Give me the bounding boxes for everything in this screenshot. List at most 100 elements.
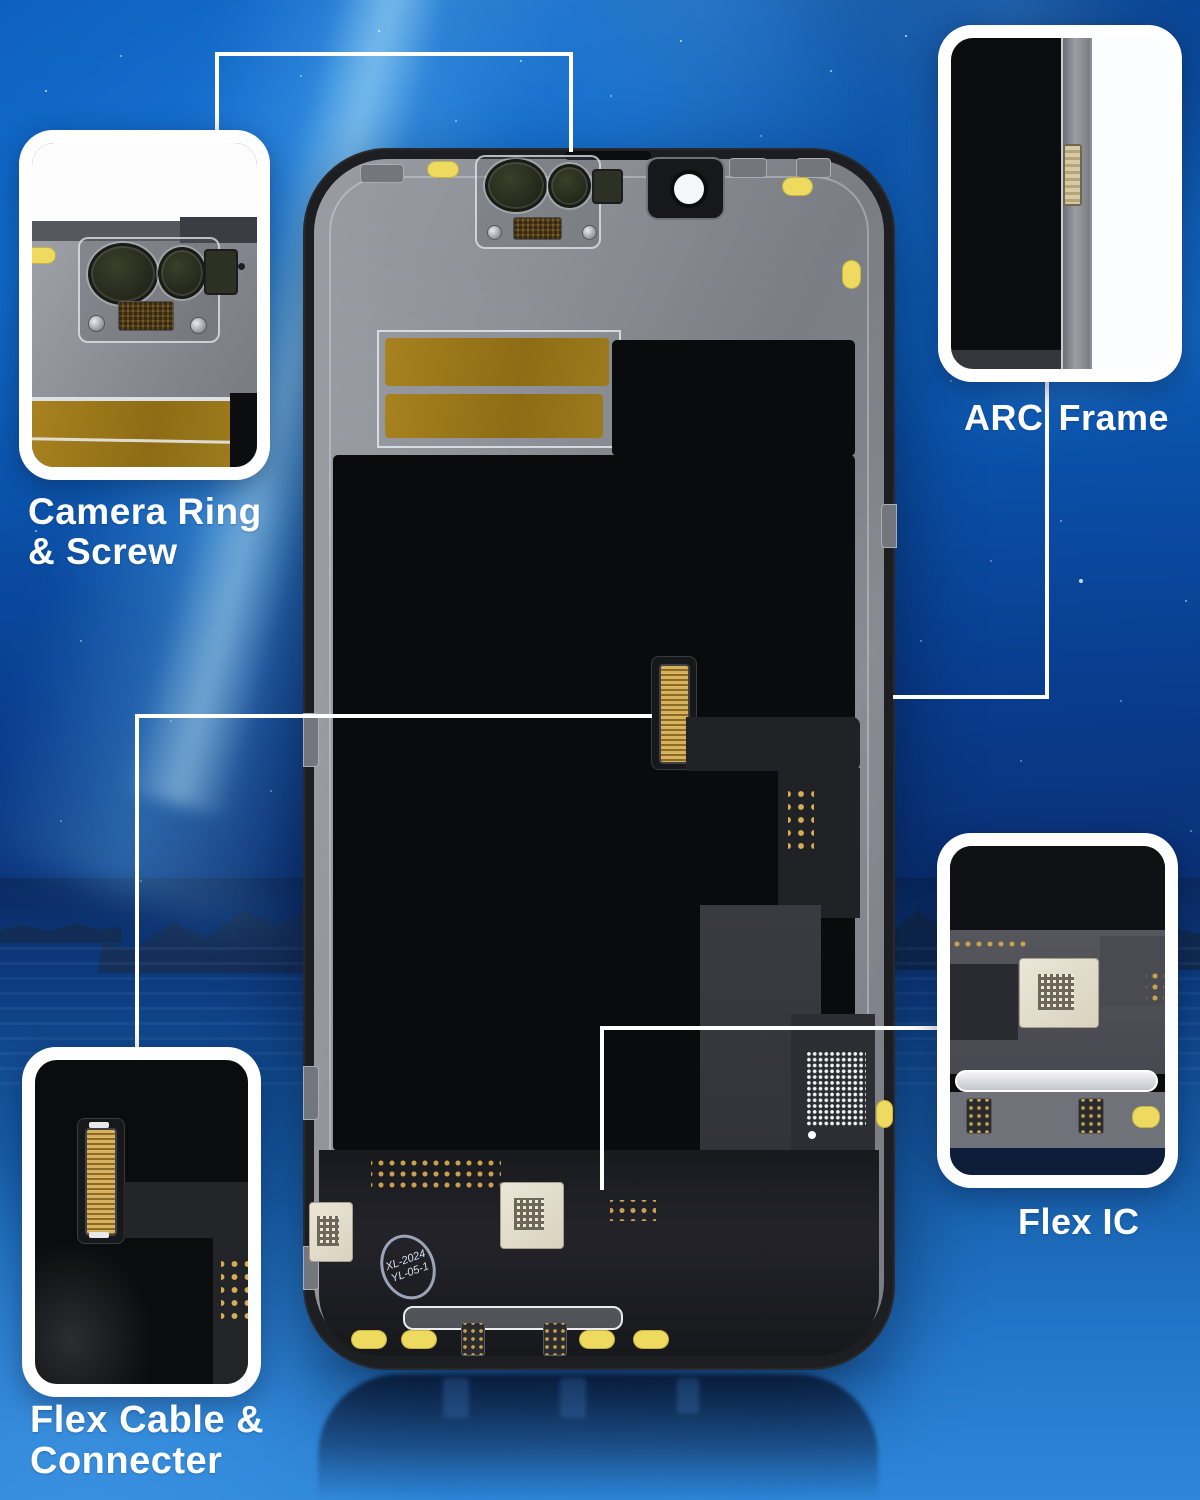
frame-foot <box>951 350 1061 369</box>
screw <box>190 317 207 334</box>
top-bracket-part <box>729 158 767 178</box>
inset-flex-ic <box>937 833 1178 1188</box>
inset-arc-photo <box>951 38 1169 369</box>
silver-edge <box>32 397 230 401</box>
background-strip <box>950 1148 1165 1175</box>
top-left-connector-tab <box>360 164 404 183</box>
gold-tape-upper <box>385 338 609 386</box>
label-flex-cable: Flex Cable & Connecter <box>30 1400 264 1482</box>
label-arc-word2: Frame <box>1058 397 1170 438</box>
display-back-zoom <box>951 38 1061 350</box>
callout-line-flexic-vertical <box>600 1026 604 1190</box>
yellow-pad <box>876 1100 893 1128</box>
shadow-blob <box>35 1240 155 1384</box>
inset-flexic-photo <box>950 846 1165 1175</box>
gold-contact-pair <box>1146 970 1164 1004</box>
label-arc-frame: ARC Frame <box>964 399 1169 437</box>
label-camera-line1: Camera Ring <box>28 491 262 532</box>
callout-line-camera-top <box>215 52 573 56</box>
inset-camera-ring <box>19 130 270 480</box>
proximity-sensor <box>592 169 623 204</box>
connector-end-cap <box>89 1122 109 1128</box>
qr-code <box>317 1216 339 1246</box>
phone-reflection <box>318 1374 878 1500</box>
inset-arc-frame <box>938 25 1182 382</box>
label-camera-line2: & Screw <box>28 531 178 572</box>
camera-lens-large <box>88 243 158 305</box>
callout-line-arc-horizontal <box>893 695 1049 699</box>
callout-line-flexcable-horizontal <box>135 714 652 718</box>
display-panel-top <box>612 340 855 456</box>
connector-end-cap <box>89 1232 109 1238</box>
flex-connector <box>659 664 690 764</box>
yellow-pad <box>842 260 861 289</box>
qr-code <box>1038 974 1074 1010</box>
yellow-pad <box>401 1330 437 1349</box>
right-edge-tab <box>881 504 897 548</box>
ic-chip-left <box>309 1202 353 1262</box>
star-field-bright <box>0 0 2 2</box>
yellow-pad <box>579 1330 615 1349</box>
screw <box>88 315 105 332</box>
earpiece-mesh <box>513 217 562 240</box>
proximity-sensor <box>204 249 238 295</box>
yellow-pad <box>351 1330 387 1349</box>
camera-lens-small <box>548 164 591 208</box>
camera-lens-hole <box>670 170 708 208</box>
earpiece-mesh <box>118 301 174 331</box>
display-back-zoom <box>950 846 1165 930</box>
callout-line-arc-vertical <box>1045 380 1049 699</box>
inset-flexcable-photo <box>35 1060 248 1384</box>
screw <box>582 225 597 240</box>
gold-tape-lower <box>385 394 603 438</box>
reflection-clip <box>443 1378 469 1418</box>
gold-contact-cluster <box>610 1200 656 1221</box>
mic-hole <box>238 263 245 270</box>
bottom-connector-zoom <box>1078 1098 1104 1134</box>
reflection-clip <box>677 1378 699 1414</box>
label-camera-ring: Camera Ring & Screw <box>28 492 262 572</box>
bottom-bar-zoom <box>955 1070 1158 1092</box>
flex-shadow <box>950 964 1018 1040</box>
inset-camera-photo <box>32 143 257 467</box>
gold-contact-dots <box>788 789 814 851</box>
left-edge-tab <box>303 713 319 767</box>
yellow-pad <box>32 247 56 264</box>
label-arc-word1: ARC <box>964 397 1044 438</box>
phone-assembly: XL-2024 YL-05-1 <box>303 148 897 1370</box>
callout-line-camera-left <box>215 52 219 134</box>
label-flexcable-line1: Flex Cable & <box>30 1399 265 1441</box>
island-silhouette <box>0 923 122 943</box>
camera-lens-small <box>158 247 206 299</box>
flex-connector-zoom <box>85 1128 117 1236</box>
photo-white-background <box>32 143 257 223</box>
flex-ribbon <box>686 717 860 771</box>
callout-line-flexic-horizontal <box>600 1026 939 1030</box>
inset-flex-cable <box>22 1047 261 1397</box>
screw <box>487 225 502 240</box>
label-flex-ic: Flex IC <box>1018 1201 1140 1242</box>
bottom-connector-zoom <box>966 1098 992 1134</box>
reflection-clip <box>560 1378 586 1418</box>
gold-contact-dots-zoom <box>221 1258 248 1322</box>
top-bracket-part <box>796 158 831 178</box>
gold-tape-zoom <box>32 401 230 467</box>
qr-code <box>514 1198 544 1230</box>
white-dot <box>808 1131 816 1139</box>
callout-line-camera-right <box>569 52 573 152</box>
flex-ribbon-zoom <box>123 1182 248 1238</box>
bottom-connector <box>543 1322 567 1356</box>
camera-lens-large <box>485 159 547 212</box>
earpiece-slot <box>565 151 651 160</box>
left-edge-tab <box>303 1066 319 1120</box>
bottom-bar <box>403 1306 623 1330</box>
yellow-pad <box>427 161 459 178</box>
yellow-pad <box>633 1330 669 1349</box>
yellow-pad <box>782 177 813 196</box>
yellow-pad <box>1132 1106 1160 1128</box>
frame-connector <box>1063 144 1082 206</box>
black-corner <box>230 393 257 467</box>
solder-grid <box>806 1051 866 1127</box>
callout-line-flexcable-vertical <box>135 714 139 1049</box>
